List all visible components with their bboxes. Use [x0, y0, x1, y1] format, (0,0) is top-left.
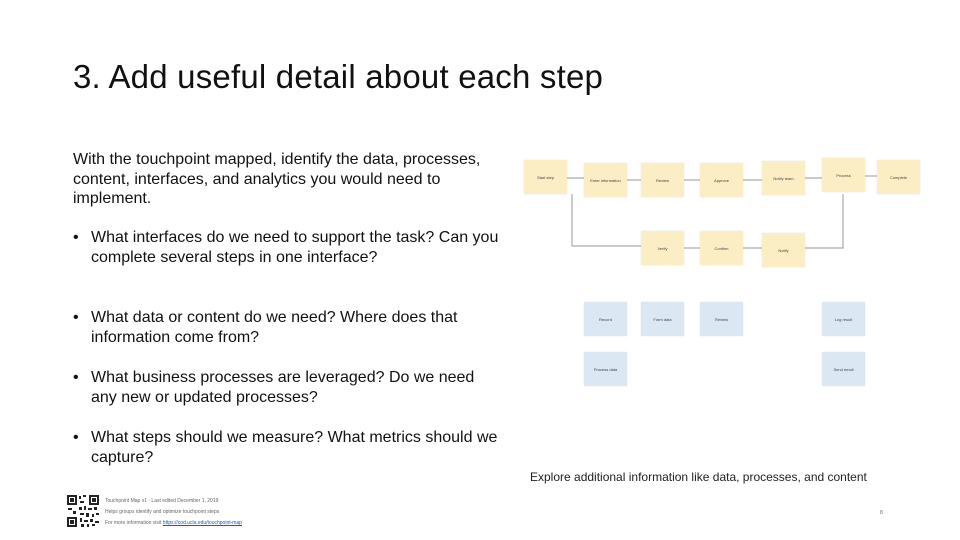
sticky-note: Review — [700, 302, 743, 336]
sticky-note: Record — [584, 302, 627, 336]
sticky-note: Form data — [641, 302, 684, 336]
sticky-note: Review — [641, 163, 684, 197]
sticky-note: Enter information — [584, 163, 627, 197]
sticky-note: Notify team — [762, 161, 805, 195]
footer-description: Helps groups identify and optimize touch… — [105, 509, 220, 515]
bullet-icon: • — [73, 429, 79, 446]
sticky-note: Process — [822, 158, 865, 192]
footer-link[interactable]: https://cod.ucla.edu/touchpoint-map — [162, 520, 243, 526]
question-item: • What interfaces do we need to support … — [73, 228, 501, 267]
bullet-icon: • — [73, 309, 79, 326]
question-item: • What steps should we measure? What met… — [73, 428, 501, 467]
question-text: What steps should we measure? What metri… — [91, 429, 498, 466]
qr-code-icon — [66, 494, 100, 528]
bullet-icon: • — [73, 369, 79, 386]
question-item: • What data or content do we need? Where… — [73, 308, 501, 347]
sticky-note: Process data — [584, 352, 627, 386]
sticky-note: Confirm — [700, 231, 743, 265]
slide-title: 3. Add useful detail about each step — [73, 58, 604, 95]
question-text: What data or content do we need? Where d… — [91, 309, 458, 346]
question-item: • What business processes are leveraged?… — [73, 368, 501, 407]
sticky-note: Approve — [700, 163, 743, 197]
sticky-note: Complete — [877, 160, 920, 194]
question-text: What business processes are leveraged? D… — [91, 369, 475, 406]
intro-paragraph: With the touchpoint mapped, identify the… — [73, 151, 481, 207]
question-text: What interfaces do we need to support th… — [91, 229, 499, 266]
footer-version: Touchpoint Map v1 · Last edited December… — [105, 498, 219, 504]
sticky-note: Verify — [641, 231, 684, 265]
sticky-note: Log result — [822, 302, 865, 336]
sticky-note: Notify — [762, 233, 805, 267]
page-number: 8 — [880, 510, 883, 516]
bullet-icon: • — [73, 229, 79, 246]
sticky-note: Start step — [524, 160, 567, 194]
diagram-caption: Explore additional information like data… — [530, 470, 867, 484]
footer-more-info: For more information visit https://cod.u… — [105, 520, 242, 526]
footer-more-info-label: For more information visit — [105, 520, 163, 526]
sticky-note: Send email — [822, 352, 865, 386]
